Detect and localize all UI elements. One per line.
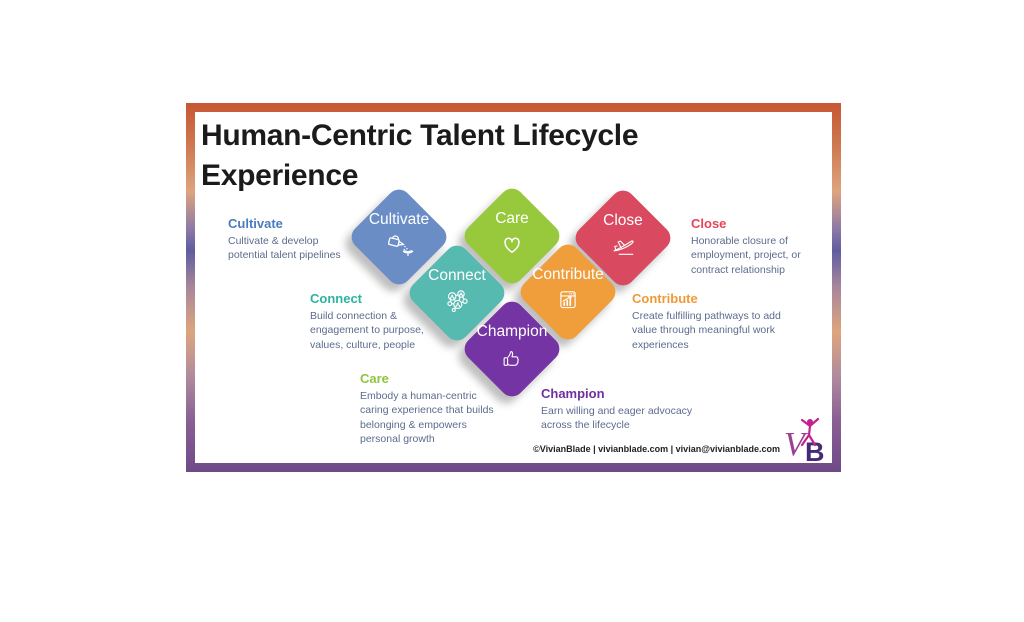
- diamond-content: Contribute: [531, 255, 605, 329]
- watering-can-icon: [387, 235, 414, 256]
- airplane-icon: [613, 240, 634, 255]
- diamond-contribute: Contribute: [515, 239, 621, 345]
- infographic-card: Human-Centric Talent Lifecycle Experienc…: [195, 112, 832, 463]
- diamond-label-care: Care: [495, 210, 529, 227]
- heart-icon: [504, 237, 520, 253]
- diamond-close: Close: [570, 185, 676, 291]
- thumbs-up-icon: [503, 350, 519, 366]
- diamond-content: Connect: [420, 256, 494, 330]
- note-description-cultivate: Cultivate & develop potential talent pip…: [228, 235, 341, 262]
- diamond-content: Care: [475, 199, 549, 273]
- note-description-contribute: Create fulfilling pathways to add value …: [632, 310, 781, 351]
- title-line-1: Human-Centric Talent Lifecycle: [201, 119, 639, 152]
- diamond-connect: Connect: [404, 240, 510, 346]
- title-line-2: Experience: [201, 159, 359, 192]
- note-contribute: Contribute Create fulfilling pathways to…: [632, 291, 787, 352]
- diamond-label-connect: Connect: [428, 267, 486, 284]
- diamond-content: Cultivate: [362, 200, 436, 274]
- gradient-frame: Human-Centric Talent Lifecycle Experienc…: [186, 103, 841, 472]
- note-heading-care: Care: [360, 371, 389, 386]
- note-close: Close Honorable closure of employment, p…: [691, 216, 831, 277]
- vivianblade-logo: V B: [784, 417, 825, 462]
- diamond-content: Close: [586, 201, 660, 275]
- logo-person-figure: [800, 417, 820, 447]
- diamond-label-cultivate: Cultivate: [368, 211, 430, 228]
- note-heading-cultivate: Cultivate: [228, 216, 283, 231]
- note-heading-close: Close: [691, 216, 727, 231]
- diamond-label-champion: Champion: [476, 323, 548, 340]
- diamond-care: Care: [459, 183, 565, 289]
- diamond-content: Champion: [475, 312, 549, 386]
- note-heading-connect: Connect: [310, 291, 362, 306]
- note-heading-contribute: Contribute: [632, 291, 698, 306]
- note-champion: Champion Earn willing and eager advocacy…: [541, 386, 693, 433]
- note-description-champion: Earn willing and eager advocacy across t…: [541, 405, 693, 432]
- note-care: Care Embody a human-centric caring exper…: [360, 371, 505, 447]
- diamond-champion: Champion: [459, 296, 565, 402]
- copyright-footer: ©VivianBlade | vivianblade.com | vivian@…: [533, 444, 780, 454]
- note-heading-champion: Champion: [541, 386, 605, 401]
- page-title: Human-Centric Talent Lifecycle Experienc…: [201, 116, 731, 196]
- diamond-label-contribute: Contribute: [532, 266, 604, 283]
- monitor-chart-icon: [560, 291, 576, 308]
- note-description-care: Embody a human-centric caring experience…: [360, 390, 494, 446]
- diamond-cultivate: Cultivate: [346, 184, 452, 290]
- note-connect: Connect Build connection & engagement to…: [310, 291, 450, 352]
- note-description-connect: Build connection & engagement to purpose…: [310, 310, 424, 351]
- network-icon: [447, 290, 468, 312]
- diamond-label-close: Close: [603, 212, 643, 229]
- note-description-close: Honorable closure of employment, project…: [691, 235, 801, 276]
- logo-monogram-b: B: [805, 437, 825, 462]
- note-cultivate: Cultivate Cultivate & develop potential …: [228, 216, 356, 263]
